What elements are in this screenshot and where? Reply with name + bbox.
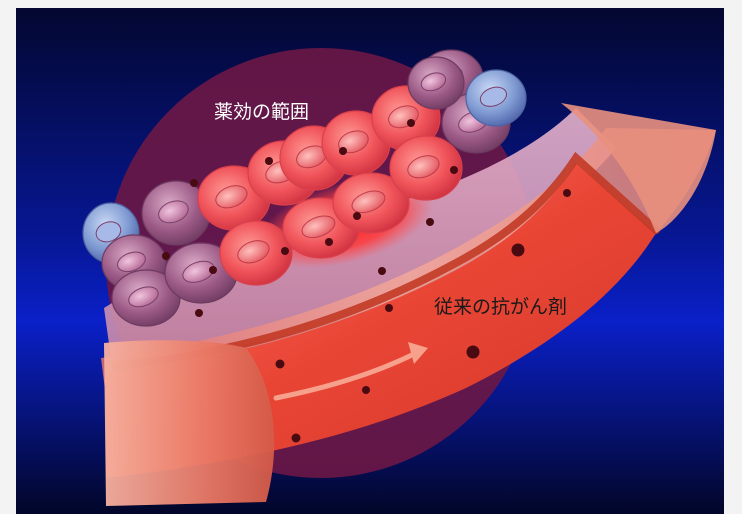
purple-cell: [408, 57, 464, 109]
drug-particle: [190, 179, 198, 187]
drug-particle: [362, 386, 370, 394]
red-cell: [220, 221, 292, 285]
drug-particle: [426, 218, 434, 226]
drug-particle: [162, 252, 170, 260]
illustration-panel: 薬効の範囲 従来の抗がん剤: [16, 8, 724, 514]
drug-particle: [378, 267, 386, 275]
drug-particle: [407, 119, 415, 127]
drug-particle: [450, 166, 458, 174]
drug-delivery-illustration: 薬効の範囲 従来の抗がん剤: [16, 8, 724, 514]
drug-particle: [353, 212, 361, 220]
drug-particle: [195, 309, 203, 317]
drug-particle: [292, 434, 301, 443]
vessel-end-cap-left: [104, 340, 274, 506]
drug-particle: [563, 189, 571, 197]
blue-cell: [466, 70, 526, 126]
drug-particle: [276, 360, 285, 369]
drug-particle: [209, 266, 217, 274]
drug-particle: [512, 244, 525, 257]
drug-particle: [339, 147, 347, 155]
drug-particle: [467, 346, 480, 359]
conventional-drug-label: 従来の抗がん剤: [434, 296, 567, 318]
drug-particle: [281, 247, 289, 255]
drug-particle: [265, 157, 273, 165]
drug-effect-range-label: 薬効の範囲: [214, 101, 309, 123]
drug-particle: [325, 238, 333, 246]
drug-particle: [385, 304, 393, 312]
